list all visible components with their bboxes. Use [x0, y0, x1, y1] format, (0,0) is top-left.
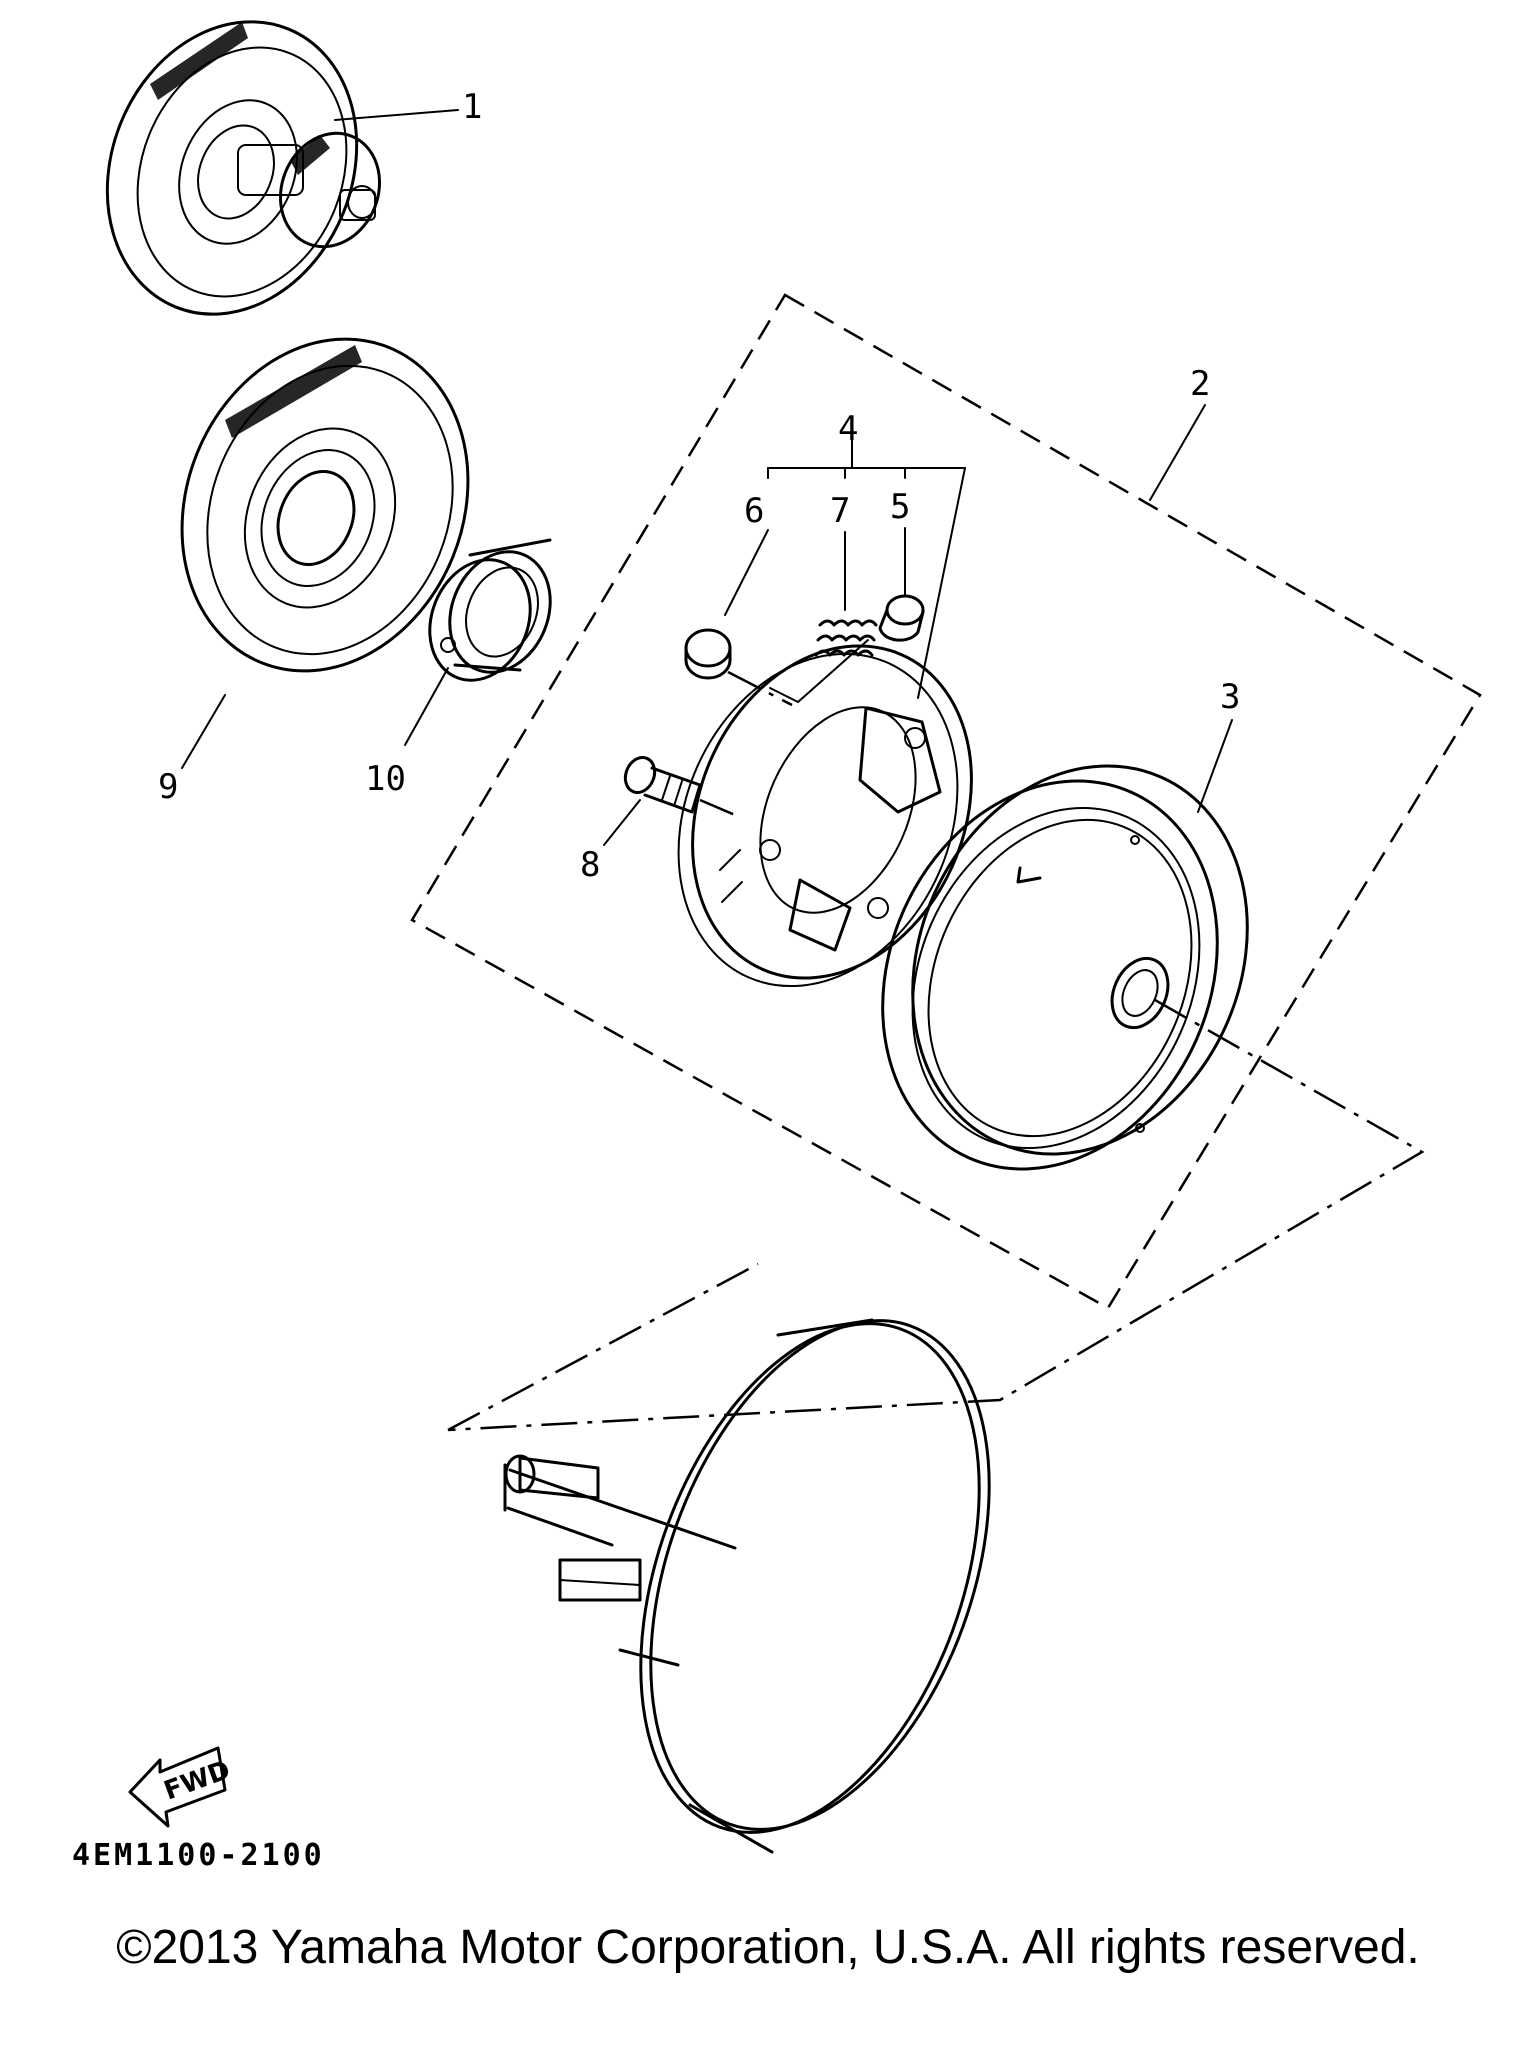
drawing-code: 4EM1100-2100: [72, 1838, 325, 1873]
part-7-spring: [814, 531, 878, 657]
part-10-collar: [428, 538, 552, 682]
leader-line-9: [181, 694, 226, 769]
leader-line-8: [603, 799, 641, 846]
guide-line-7: [769, 639, 869, 703]
leader-line-3: [1197, 719, 1233, 813]
alignment-line-upper: [447, 998, 1425, 1432]
callout-4: 4: [838, 409, 858, 449]
callout-6: 6: [744, 491, 764, 531]
part-9-gear-wheel: [180, 337, 470, 673]
callout-5: 5: [890, 487, 910, 527]
bracket-4: [767, 437, 966, 699]
part-8-screw: [623, 756, 736, 817]
callout-9: 9: [158, 767, 178, 807]
fwd-arrow: FWD: [128, 1746, 234, 1828]
leader-line-10: [404, 667, 449, 746]
part-5-cap: [878, 527, 925, 642]
callout-8: 8: [580, 845, 600, 885]
callout-3: 3: [1220, 677, 1240, 717]
part-1-gear-assembly: [105, 20, 382, 316]
callout-2: 2: [1190, 364, 1210, 404]
leader-line-2: [1149, 404, 1206, 501]
assembly-boundary-2: [410, 293, 1482, 1310]
alignment-line-left: [447, 1262, 759, 1432]
callout-10: 10: [365, 759, 406, 799]
leader-line-1: [334, 109, 459, 121]
copyright-notice: ©2013 Yamaha Motor Corporation, U.S.A. A…: [116, 1921, 1420, 1974]
guide-line-6: [727, 670, 793, 707]
part-6-roller: [684, 529, 769, 680]
callout-1: 1: [462, 87, 482, 127]
crankshaft-flywheel: [503, 1318, 991, 1854]
part-4-clutch-body: [677, 644, 973, 988]
part-3-housing: [881, 764, 1249, 1171]
callout-7: 7: [830, 491, 850, 531]
